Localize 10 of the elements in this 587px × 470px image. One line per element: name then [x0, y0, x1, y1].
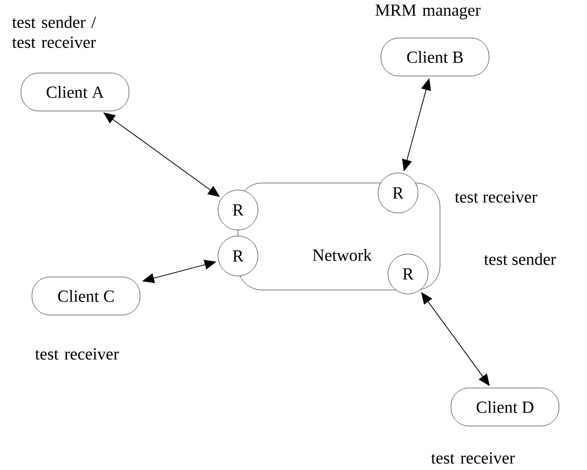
client-box: Client A: [20, 72, 130, 112]
caption-text: test receiver: [35, 348, 119, 360]
caption-text: MRM manager: [376, 4, 481, 20]
caption-text: test receiver: [454, 191, 538, 203]
caption-text: test receiver: [431, 452, 515, 464]
caption-text: test sender: [484, 253, 556, 265]
client-box: Client D: [450, 388, 560, 426]
client-box: Client C: [32, 276, 140, 316]
caption-text: test sender / test receiver: [12, 16, 96, 48]
client-box: Client B: [380, 38, 490, 76]
